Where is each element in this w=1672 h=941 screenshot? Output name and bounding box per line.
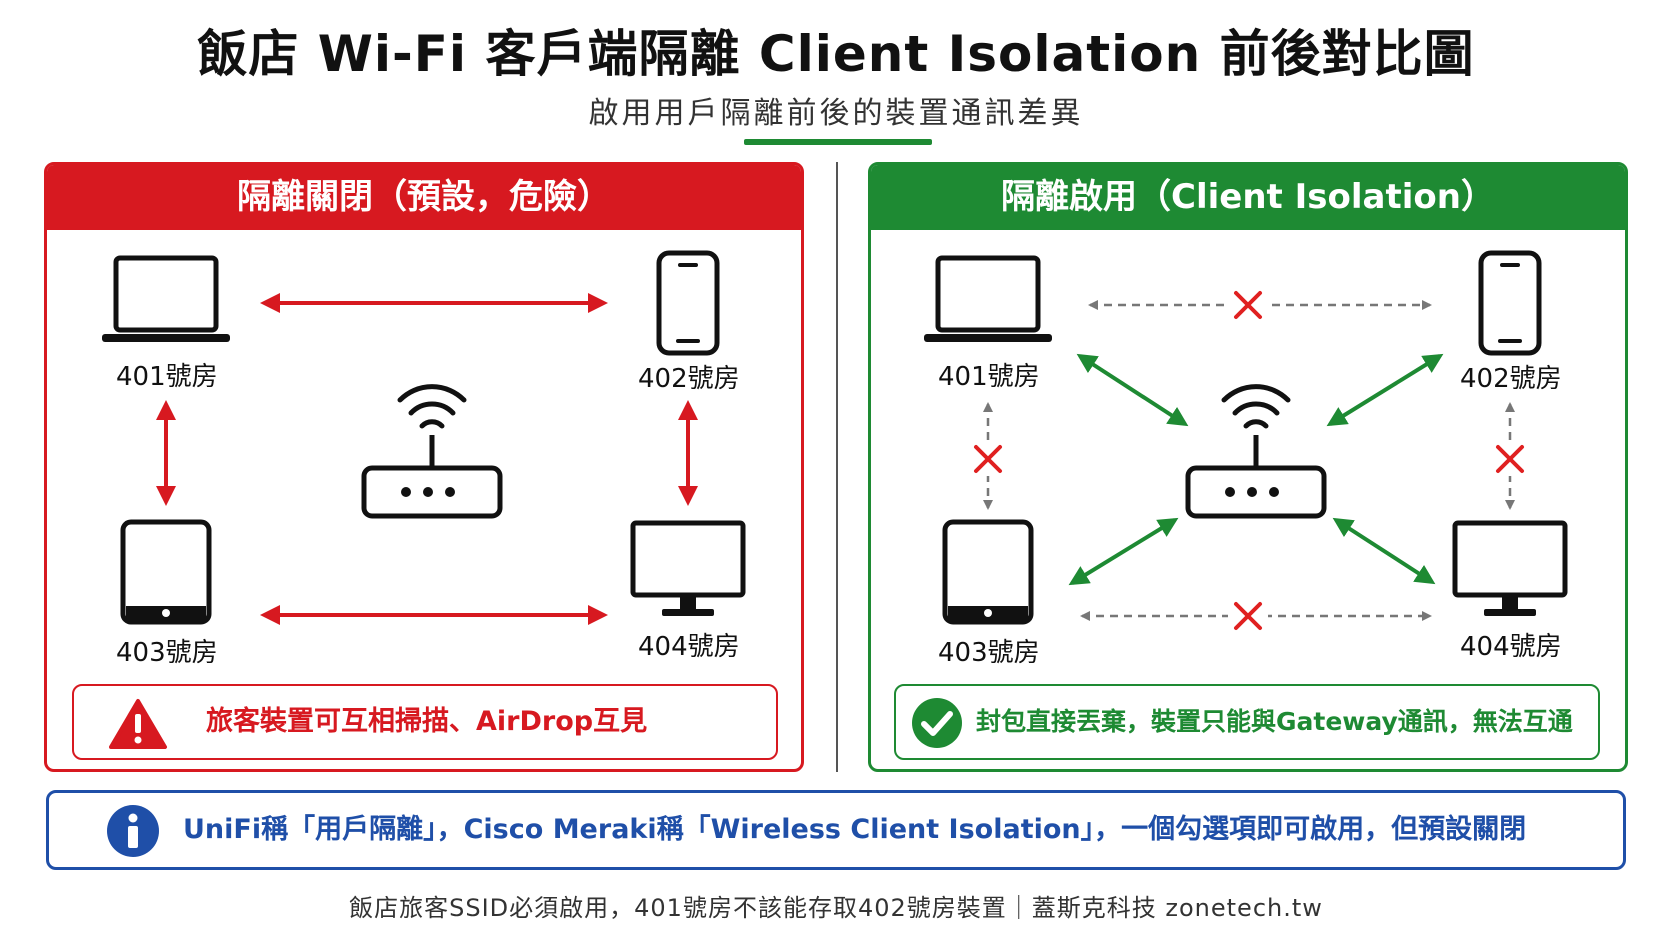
info-note-text: UniFi稱「用戶隔離」，Cisco Meraki稱「Wireless Clie… xyxy=(183,814,1527,845)
page-title: 飯店 Wi-Fi 客戶端隔離 Client Isolation 前後對比圖 xyxy=(197,25,1475,83)
info-note-box: UniFi稱「用戶隔離」，Cisco Meraki稱「Wireless Clie… xyxy=(46,790,1626,870)
footer-note: 飯店旅客SSID必須啟用，401號房不該能存取402號房裝置｜蓋斯克科技 zon… xyxy=(349,894,1323,922)
isolation-off-header: 隔離關閉（預設，危險） xyxy=(47,165,801,230)
monitor-icon xyxy=(633,523,743,616)
arrow-404-router xyxy=(1332,517,1436,585)
device-label-404: 404號房 xyxy=(1460,632,1562,662)
device-label-401: 401號房 xyxy=(938,362,1040,392)
laptop-icon xyxy=(102,258,230,342)
device-label-404: 404號房 xyxy=(638,632,740,662)
panel-divider xyxy=(836,162,838,772)
isolation-off-panel: 隔離關閉（預設，危險） xyxy=(44,162,804,772)
device-label-403: 403號房 xyxy=(938,638,1040,668)
tablet-icon xyxy=(945,522,1031,622)
isolation-on-header: 隔離啟用（Client Isolation） xyxy=(871,165,1625,230)
device-label-401: 401號房 xyxy=(116,362,218,392)
isolation-off-alert: 旅客裝置可互相掃描、AirDrop互見 xyxy=(72,684,778,760)
wifi-router-icon xyxy=(1188,387,1324,516)
device-label-403: 403號房 xyxy=(116,638,218,668)
warning-triangle-icon xyxy=(109,699,167,749)
title-underline xyxy=(744,139,932,145)
arrow-401-router xyxy=(1076,353,1189,427)
smartphone-icon xyxy=(1481,253,1539,353)
isolation-on-alert: 封包直接丟棄，裝置只能與Gateway通訊，無法互通 xyxy=(894,684,1600,760)
device-label-402: 402號房 xyxy=(1460,364,1562,394)
arrow-402-router xyxy=(1326,353,1444,427)
isolation-on-panel: 隔離啟用（Client Isolation） xyxy=(868,162,1628,772)
page-subtitle: 啟用用戶隔離前後的裝置通訊差異 xyxy=(588,96,1084,131)
info-circle-icon xyxy=(107,805,159,857)
arrow-403-router xyxy=(1068,517,1179,586)
device-label-402: 402號房 xyxy=(638,364,740,394)
laptop-icon xyxy=(924,258,1052,342)
check-circle-icon xyxy=(912,698,962,748)
tablet-icon xyxy=(123,522,209,622)
isolation-on-alert-text: 封包直接丟棄，裝置只能與Gateway通訊，無法互通 xyxy=(976,707,1573,736)
isolation-off-alert-text: 旅客裝置可互相掃描、AirDrop互見 xyxy=(206,706,648,737)
monitor-icon xyxy=(1455,523,1565,616)
smartphone-icon xyxy=(659,253,717,353)
wifi-router-icon xyxy=(364,387,500,516)
